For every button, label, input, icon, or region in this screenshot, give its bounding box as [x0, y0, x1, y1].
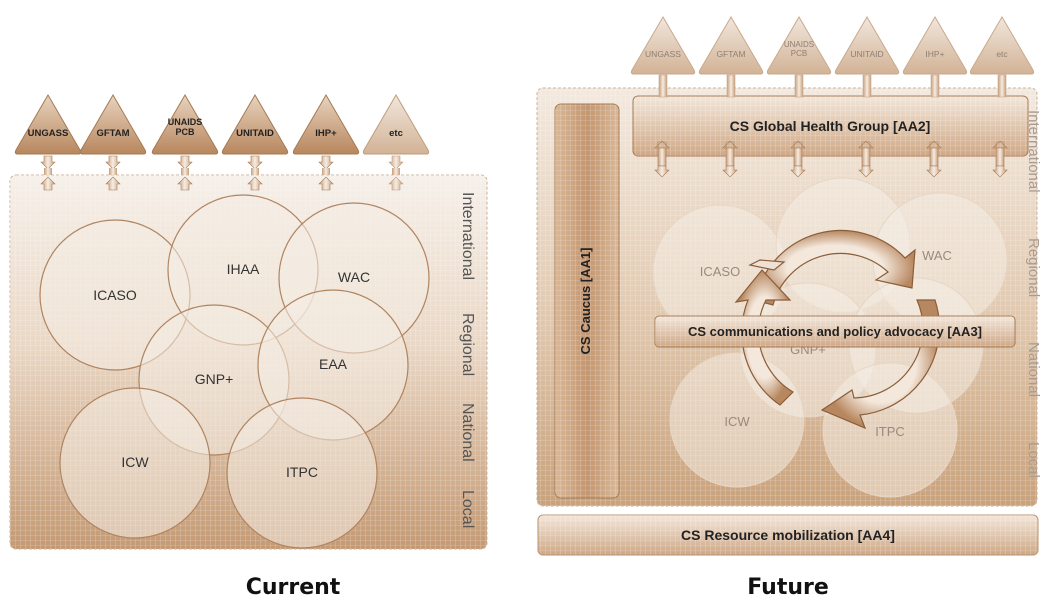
future-level-label-local: Local	[1025, 442, 1042, 478]
future-org-circle-itpc	[822, 362, 958, 498]
current-circles	[39, 194, 430, 549]
future-level-label-regional: Regional	[1025, 238, 1042, 297]
stakeholder-gftam	[79, 94, 147, 191]
future-stakeholder-label-ihp: IHP+	[925, 49, 944, 59]
future-level-label-international: International	[1025, 110, 1042, 193]
org-label-ihaa: IHAA	[227, 261, 260, 277]
stakeholder-label-etc: etc	[389, 128, 403, 139]
future-stakeholder-label-gftam: GFTAM	[716, 49, 745, 59]
future-stakeholders	[630, 16, 1035, 98]
resource-label: CS Resource mobilization [AA4]	[681, 527, 895, 543]
resource-bar	[537, 514, 1039, 556]
global-group-arrows	[654, 140, 1008, 178]
org-circle-itpc	[226, 397, 378, 549]
caucus-label: CS Caucus [AA1]	[578, 248, 593, 355]
future-stakeholder-label-unitaid: UNITAID	[850, 49, 883, 59]
org-label-itpc: ITPC	[286, 464, 318, 480]
stakeholder-etc	[362, 94, 430, 191]
future-stakeholder-etc	[969, 16, 1035, 98]
stakeholder-unitaid	[221, 94, 289, 191]
level-label-national: National	[459, 403, 476, 462]
future-stakeholder-unaids-pcb	[766, 16, 832, 98]
org-label-gnp: GNP+	[195, 371, 234, 387]
level-label-local: Local	[459, 490, 476, 528]
future-org-label-wac: WAC	[922, 248, 952, 263]
current-stakeholders	[14, 94, 430, 191]
org-circle-icw	[59, 387, 211, 539]
stakeholder-ihp	[292, 94, 360, 191]
future-org-label-icw: ICW	[724, 414, 750, 429]
global-group-label: CS Global Health Group [AA2]	[730, 118, 931, 134]
level-label-regional: Regional	[459, 313, 476, 376]
future-stakeholder-unitaid	[834, 16, 900, 98]
future-stakeholder-gftam	[698, 16, 764, 98]
current-caption: Current	[245, 575, 341, 600]
future-level-label-national: National	[1025, 342, 1042, 397]
communications-bar	[654, 315, 1016, 348]
level-label-international: International	[459, 192, 476, 280]
future-org-label-icaso: ICASO	[700, 264, 740, 279]
future-stakeholder-label-etc: etc	[996, 49, 1008, 59]
stakeholder-label-ungass: UNGASS	[28, 128, 69, 139]
org-label-icaso: ICASO	[93, 287, 137, 303]
stakeholder-unaids-pcb	[151, 94, 219, 191]
future-stakeholder-label-ungass: UNGASS	[645, 49, 681, 59]
org-label-eaa: EAA	[319, 356, 348, 372]
org-label-wac: WAC	[338, 269, 370, 285]
future-org-label-itpc: ITPC	[875, 424, 905, 439]
future-stakeholder-ungass	[630, 16, 696, 98]
global-group-bar	[632, 95, 1029, 157]
stakeholder-label-gftam: GFTAM	[96, 128, 129, 139]
org-label-icw: ICW	[121, 454, 149, 470]
communications-label: CS communications and policy advocacy [A…	[688, 324, 982, 339]
caucus-bar	[554, 103, 620, 499]
future-stakeholder-ihp	[902, 16, 968, 98]
future-caption: Future	[747, 575, 829, 600]
stakeholder-label-ihp: IHP+	[315, 128, 337, 139]
stakeholder-label-unitaid: UNITAID	[236, 128, 274, 139]
